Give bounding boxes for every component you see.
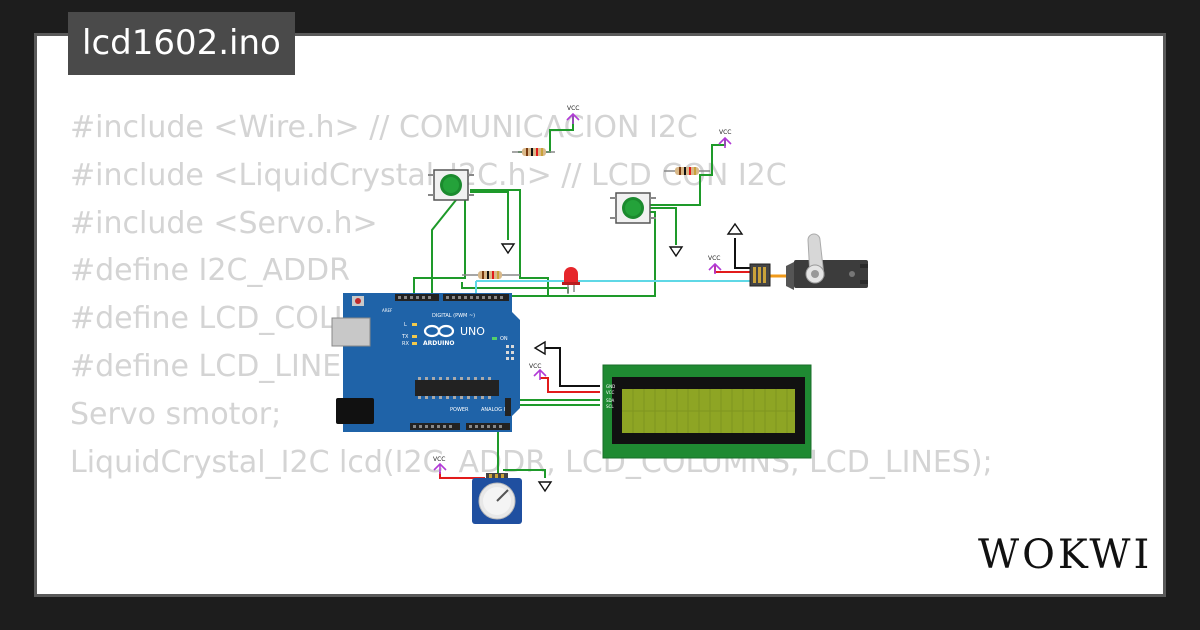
preview-card: #include <Wire.h> // COMUNICACION I2C #in… — [34, 33, 1166, 597]
power-label: POWER — [450, 407, 469, 413]
servo-motor[interactable] — [749, 233, 868, 290]
lcd1602-display[interactable]: GND VCC SDA SCL — [602, 364, 812, 459]
vcc-label: VCC — [719, 129, 731, 136]
lcd-pin-label: VCC — [606, 390, 615, 395]
potentiometer[interactable] — [472, 473, 522, 524]
lcd-pin-label: GND — [606, 384, 615, 389]
resistor[interactable] — [512, 148, 555, 156]
lcd-character-grid — [622, 389, 795, 433]
led-l-label: L — [404, 322, 407, 328]
code-editor: #include <Wire.h> // COMUNICACION I2C #in… — [70, 104, 993, 486]
tx-label: TX — [401, 334, 409, 340]
code-line: #include <Wire.h> // COMUNICACION I2C — [70, 110, 698, 145]
ground-symbols — [500, 222, 744, 493]
vcc-markers — [433, 112, 732, 474]
code-line: #include <LiquidCrystal_I2C.h> // LCD CO… — [70, 157, 787, 193]
arduino-uno-board[interactable]: DIGITAL (PWM ~) AREF UNO ARDUINO L TX RX… — [331, 293, 520, 432]
board-model-label: UNO — [460, 325, 485, 338]
code-line: #define LCD_LINE — [70, 348, 342, 384]
resistor[interactable] — [664, 167, 710, 175]
digital-header-label: DIGITAL (PWM ~) — [432, 313, 475, 319]
push-button[interactable] — [610, 192, 656, 224]
code-line: Servo smotor; — [70, 396, 282, 432]
analog-in-label: ANALOG IN — [481, 407, 509, 413]
lcd-pin-label: SCL — [606, 404, 614, 409]
on-label: ON — [500, 336, 508, 342]
led[interactable] — [562, 267, 580, 294]
push-button[interactable] — [428, 169, 474, 201]
code-line: #define LCD_COLU — [70, 301, 357, 337]
vcc-label: VCC — [529, 363, 541, 370]
board-brand-label: ARDUINO — [423, 340, 454, 347]
file-name-tab[interactable]: lcd1602.ino — [68, 12, 295, 75]
wokwi-logo-text: WOKWI — [978, 532, 1152, 578]
aref-label: AREF — [382, 308, 393, 313]
lcd-pin-label: SDA — [606, 398, 615, 403]
vcc-label: VCC — [708, 255, 720, 262]
vcc-label: VCC — [567, 105, 579, 112]
vcc-label: VCC — [433, 456, 445, 463]
code-line: LiquidCrystal_I2C lcd(I2C_ADDR, LCD_COLU… — [70, 444, 993, 480]
rx-label: RX — [402, 341, 409, 347]
resistor[interactable] — [462, 271, 520, 279]
code-line: #define I2C_ADDR — [70, 253, 350, 289]
wokwi-logo: WOKWI — [978, 532, 1152, 578]
arduino-infinity-icon — [423, 324, 455, 338]
code-line: #include <Servo.h> — [70, 205, 378, 241]
black-wires — [545, 238, 752, 387]
